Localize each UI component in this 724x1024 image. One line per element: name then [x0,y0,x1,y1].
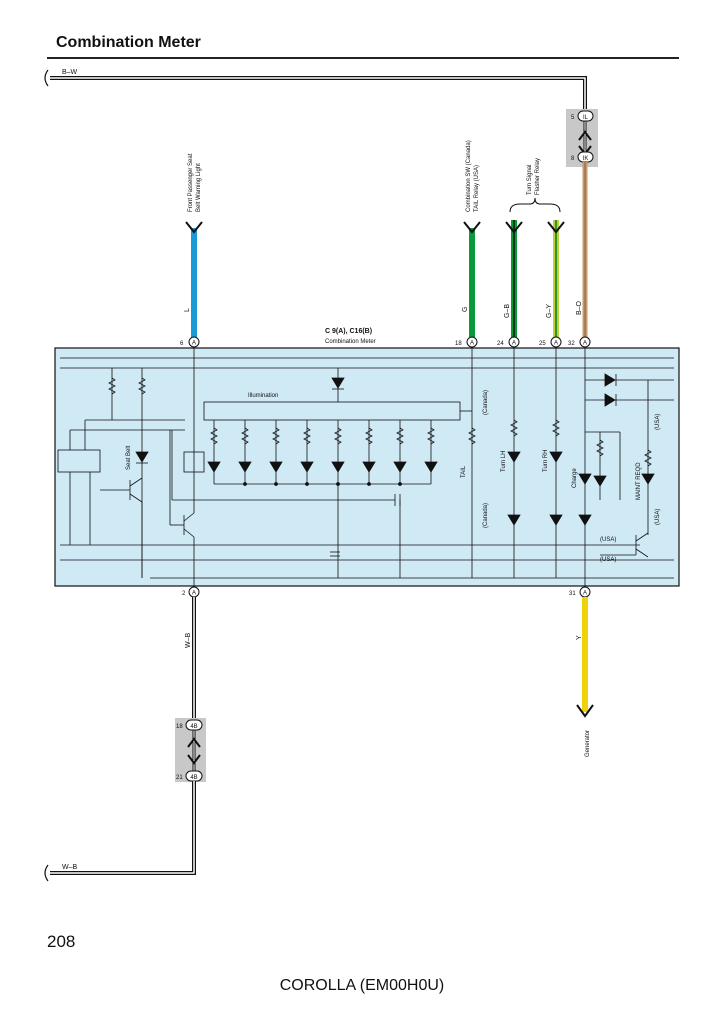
turn-rh-label: Turn RH [543,450,549,472]
usa-label-3: (USA) [600,537,616,543]
g-wire: G Combination SW (Canada) TAIL Relay (US… [462,140,481,337]
top-bw-wire: B–W [44,69,587,115]
top-upper-code: IL [583,115,589,121]
canada-label-1: (Canada) [483,390,489,415]
g-wire-label: G [462,307,469,312]
gb-wire: G–B [504,220,523,337]
maint-reqd-label: MAINT REQD [636,462,642,500]
usa-label-4: (USA) [600,557,616,563]
internal-circuit [57,348,674,590]
page-number: 208 [47,932,76,951]
tail-label: TAIL [461,465,467,478]
pin-18: 18 [455,341,462,347]
svg-text:A: A [192,341,196,347]
seat-belt-label: Seat Belt [126,445,132,470]
y-wire-label: Y [576,635,583,640]
charge-label: Charge [572,468,578,488]
l-wire: L Front Passenger Seat Belt Warning Ligh… [184,153,203,337]
top-wire-label: B–W [62,69,78,76]
usa-label-1: (USA) [655,414,661,430]
bottom-wire-label: W–B [62,864,78,871]
usa-label-2: (USA) [655,509,661,525]
bottom-lower-pin: 21 [176,775,183,781]
bo-wire: B–O [576,162,588,337]
gy-wire: G–Y [546,220,565,337]
pin-2: 2 [182,591,186,597]
gy-wire-label: G–Y [546,304,553,318]
svg-text:A: A [583,341,587,347]
pin-31: 31 [569,591,576,597]
generator-label: Generator [585,730,591,757]
front-seat-label-1: Front Passenger Seat [188,153,194,212]
front-seat-label-2: Belt Warning Light [196,163,202,212]
svg-text:A: A [554,341,558,347]
y-wire: Y Generator [576,597,594,757]
turn-signal-label-1: Turn Signal [527,165,533,195]
footer-model: COROLLA (EM00H0U) [279,977,445,994]
pin-6: 6 [180,341,184,347]
pin-25: 25 [539,341,546,347]
bo-wire-label: B–O [576,300,583,315]
wb-wire-label: W–B [185,633,192,649]
tail-relay-label: TAIL Relay (USA) [474,165,480,212]
connector-label: C 9(A), C16(B) [325,328,372,335]
connector-sub-label: Combination Meter [325,339,376,345]
gb-wire-label: G–B [504,304,511,318]
canada-label-2: (Canada) [483,503,489,528]
bottom-upper-code: 4B [190,724,197,730]
turn-lh-label: Turn LH [501,451,507,472]
pin-32: 32 [568,341,575,347]
bottom-upper-pin: 18 [176,724,183,730]
svg-text:A: A [192,591,196,597]
bottom-pins: A 2 A 31 [182,586,591,598]
svg-text:A: A [470,341,474,347]
top-upper-pin: 5 [571,115,575,121]
internal-labels: Illumination Seat Belt (Canada) TAIL (Ca… [126,390,661,563]
turn-signal-label-2: Flasher Relay [535,158,541,195]
bottom-lower-code: 4B [190,775,197,781]
top-junction: IL IK 5 8 [566,109,598,167]
illumination-label: Illumination [248,393,278,399]
l-wire-label: L [184,308,191,312]
page-title: Combination Meter [56,34,201,51]
turn-signal-bracket: Turn Signal Flasher Relay [509,158,561,213]
top-lower-code: IK [583,156,589,162]
svg-text:A: A [512,341,516,347]
title-rule [47,57,679,59]
top-lower-pin: 8 [571,156,575,162]
top-pins: A 6 A 18 A 24 A 25 A 32 [180,336,591,348]
comb-sw-label: Combination SW (Canada) [466,140,472,212]
svg-text:A: A [583,591,587,597]
bottom-wb-wire: W–B 4B 4B 18 21 W–B [44,597,206,882]
pin-24: 24 [497,341,504,347]
